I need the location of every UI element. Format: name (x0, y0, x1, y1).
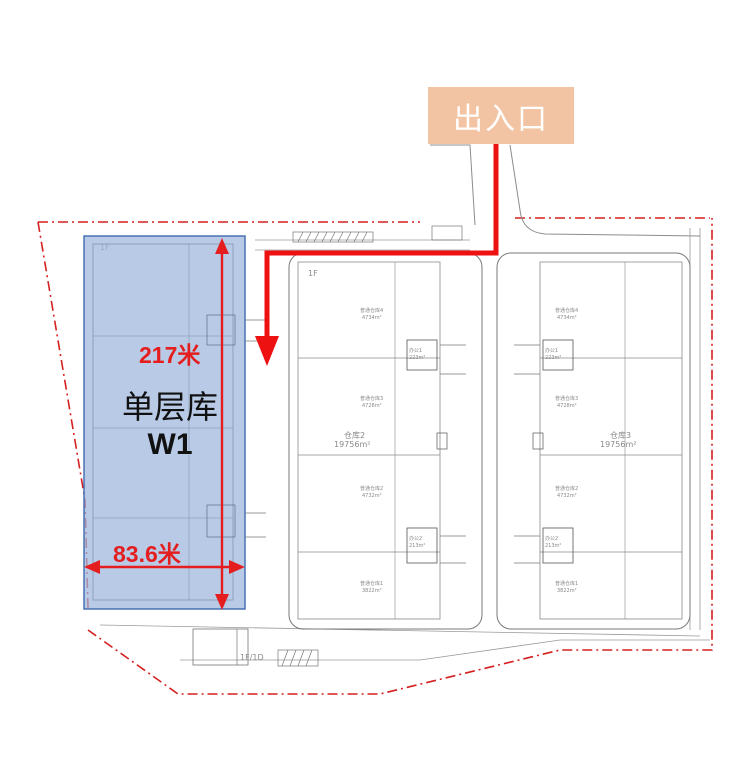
dimension-width-arrow (84, 560, 245, 574)
hatch-strip-bottom (277, 649, 319, 667)
w2-room2-area: 4732m² (362, 493, 382, 499)
w3-room2: 普通仓库2 (555, 485, 578, 492)
guard-house (431, 225, 463, 241)
w3-room3-area: 4728m² (557, 403, 577, 409)
w3-room2-area: 4732m² (557, 493, 577, 499)
warehouse-2 (288, 252, 483, 630)
road-edge-left (430, 144, 476, 226)
w2-room4-area: 4734m² (362, 315, 382, 321)
bldg3-area: 19756m² (600, 440, 636, 449)
bldg3-name: 仓库3 (610, 430, 631, 440)
site-boundary-bottom (87, 218, 713, 695)
w2-room4: 普通仓库4 (360, 307, 383, 314)
w3-office-a: 办公1 (545, 347, 558, 354)
bldg2-name: 仓库2 (344, 430, 365, 440)
w3-office-b: 办公2 (545, 535, 558, 542)
entrance-marker: 出入口 (428, 87, 574, 144)
w3-office-b-area: 213m² (545, 543, 561, 549)
w3-office-a-area: 223m² (545, 355, 561, 361)
w2-room2: 普通仓库2 (360, 485, 383, 492)
w3-room3: 普通仓库3 (555, 395, 578, 402)
w2-office-b-area: 213m² (409, 543, 425, 549)
dimension-width-label: 83.6米 (113, 541, 181, 567)
w3-room1: 普通仓库1 (555, 580, 578, 587)
road-edge-right (509, 144, 701, 237)
w2-room1-area: 3822m² (362, 588, 382, 594)
w2-office-b: 办公2 (409, 535, 422, 542)
bldg2-area: 19756m² (334, 440, 370, 449)
w2-room1: 普通仓库1 (360, 580, 383, 587)
warehouse-3 (496, 252, 691, 630)
entrance-label: 出入口 (453, 101, 549, 137)
dimension-length-arrow (215, 238, 229, 610)
warehouse-w1-type: 单层库 (121, 388, 218, 426)
w2-office-a: 办公1 (409, 347, 422, 354)
hatch-strip-top (292, 231, 374, 243)
w2-office-a-area: 223m² (409, 355, 425, 361)
w2-room3: 普通仓库3 (360, 395, 383, 402)
entrance-route-arrow (255, 140, 499, 366)
w3-room4: 普通仓库4 (555, 307, 578, 314)
w2-room3-area: 4728m² (362, 403, 382, 409)
floor-tag: 1F (308, 269, 318, 278)
warehouse-w1 (83, 235, 266, 610)
warehouse-w1-code: W1 (147, 428, 193, 461)
pump-house (192, 628, 249, 666)
dimension-length-label: 217米 (139, 342, 201, 368)
floor-tag-2: 1F/1D (240, 653, 264, 662)
w3-room4-area: 4734m² (557, 315, 577, 321)
arrow-head (255, 336, 279, 366)
w3-room1-area: 3822m² (557, 588, 577, 594)
site-boundary-left (37, 221, 89, 609)
